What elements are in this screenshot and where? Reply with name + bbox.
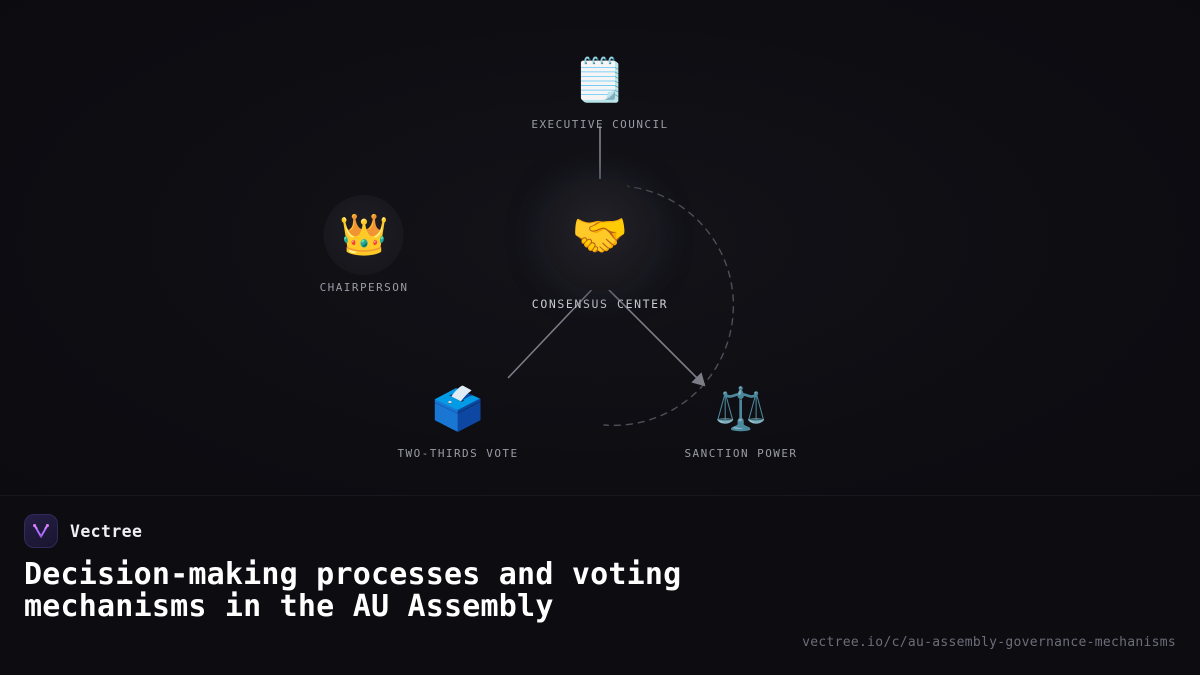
brand-row: Vectree	[24, 514, 1176, 548]
page-title: Decision-making processes and voting mec…	[24, 557, 682, 624]
crown-icon: 👑	[339, 212, 389, 258]
node-consensus-center-disc: 🤝	[543, 179, 656, 291]
node-two-thirds-vote-disc: 🗳️	[426, 377, 490, 441]
node-executive-council-label: EXECUTIVE COUNCIL	[531, 118, 669, 131]
node-executive-council[interactable]: 🗒️ EXECUTIVE COUNCIL	[531, 48, 669, 132]
footer-url: vectree.io/c/au-assembly-governance-mech…	[802, 635, 1176, 650]
node-chairperson[interactable]: 👑 CHAIRPERSON	[320, 195, 409, 294]
ballot-box-icon: 🗳️	[431, 384, 485, 433]
balance-scale-icon: ⚖️	[714, 384, 768, 433]
node-sanction-power[interactable]: ⚖️ SANCTION POWER	[684, 377, 798, 461]
brand-name: Vectree	[70, 521, 143, 541]
node-two-thirds-vote[interactable]: 🗳️ TWO-THIRDS VOTE	[397, 377, 519, 461]
node-chairperson-disc: 👑	[324, 195, 404, 275]
node-executive-council-disc: 🗒️	[568, 48, 632, 112]
handshake-icon: 🤝	[571, 208, 629, 262]
node-sanction-power-label: SANCTION POWER	[684, 447, 798, 460]
node-consensus-center[interactable]: 🤝 CONSENSUS CENTER	[532, 179, 668, 311]
node-chairperson-label: CHAIRPERSON	[319, 281, 409, 294]
vectree-logo-icon	[24, 514, 58, 548]
node-two-thirds-vote-label: TWO-THIRDS VOTE	[397, 447, 519, 460]
node-consensus-center-label: CONSENSUS CENTER	[531, 297, 669, 311]
node-sanction-power-disc: ⚖️	[709, 377, 773, 441]
diagram-canvas: 🗒️ EXECUTIVE COUNCIL 👑 CHAIRPERSON 🤝 CON…	[0, 0, 1200, 495]
page-with-curl-icon: 🗒️	[573, 55, 627, 104]
footer: Vectree Decision-making processes and vo…	[0, 495, 1200, 675]
